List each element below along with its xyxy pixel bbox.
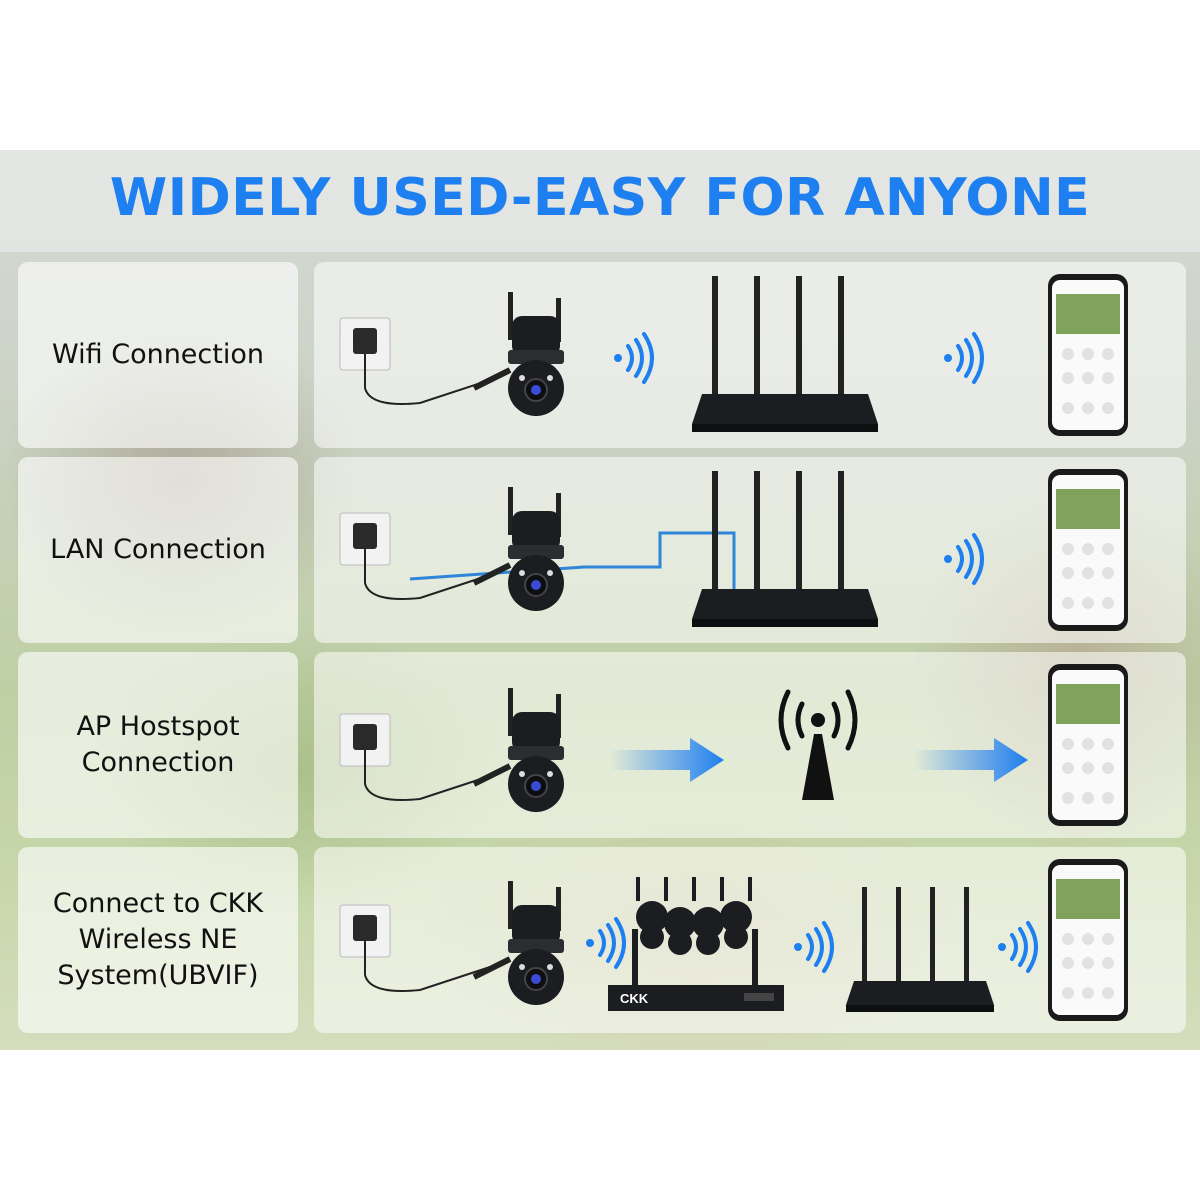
power-adapter-icon: [339, 317, 491, 405]
row-label: AP Hostspot Connection: [76, 711, 240, 778]
wifi-signal-icon: [944, 533, 984, 585]
row-label: LAN Connection: [50, 534, 266, 565]
title-band: [0, 150, 1200, 252]
nvr-brand: CKK: [620, 991, 649, 1006]
label-box: Connect to CKK Wireless NE System(UBVIF): [18, 847, 298, 1033]
row-wifi-connection: Wifi Connection: [0, 262, 1200, 448]
wifi-signal-icon: [614, 332, 654, 384]
row-ap-hotspot-connection: AP Hostspot Connection: [0, 652, 1200, 838]
row-label: Wifi Connection: [52, 339, 264, 370]
wifi-signal-icon: [944, 332, 984, 384]
hotspot-antenna-icon: [778, 689, 858, 800]
flow-panel: [314, 262, 1186, 448]
flow-panel: [314, 457, 1186, 643]
router-icon: [846, 887, 994, 1012]
camera-icon: [472, 688, 564, 812]
flow-panel: [314, 652, 1186, 838]
power-adapter-icon: [339, 713, 491, 801]
power-adapter-icon: [339, 512, 491, 600]
row-ckk-nvr-connection: Connect to CKK Wireless NE System(UBVIF): [0, 847, 1200, 1033]
nvr-system-icon: CKK: [608, 877, 784, 1011]
phone-app-icon: [1048, 664, 1128, 826]
phone-app-icon: [1048, 274, 1128, 436]
label-box: Wifi Connection: [18, 262, 298, 448]
row-lan-connection: LAN Connection: [0, 457, 1200, 643]
ethernet-cable-icon: [409, 531, 736, 597]
phone-app-icon: [1048, 469, 1128, 631]
wifi-signal-icon: [998, 921, 1038, 973]
arrow-right-icon: [610, 738, 724, 782]
wifi-signal-icon: [794, 921, 834, 973]
camera-icon: [472, 881, 564, 1005]
camera-icon: [472, 487, 564, 611]
power-adapter-icon: [339, 904, 491, 992]
row-label: Connect to CKK Wireless NE System(UBVIF): [52, 888, 264, 991]
router-icon: [692, 471, 878, 627]
phone-app-icon: [1048, 859, 1128, 1021]
page-title: WIDELY USED-EASY FOR ANYONE: [109, 168, 1091, 228]
label-box: LAN Connection: [18, 457, 298, 643]
arrow-right-icon: [914, 738, 1028, 782]
wifi-signal-icon: [586, 917, 626, 969]
router-icon: [692, 276, 878, 432]
label-box: AP Hostspot Connection: [18, 652, 298, 838]
flow-panel: CKK: [314, 847, 1186, 1033]
camera-icon: [472, 292, 564, 416]
